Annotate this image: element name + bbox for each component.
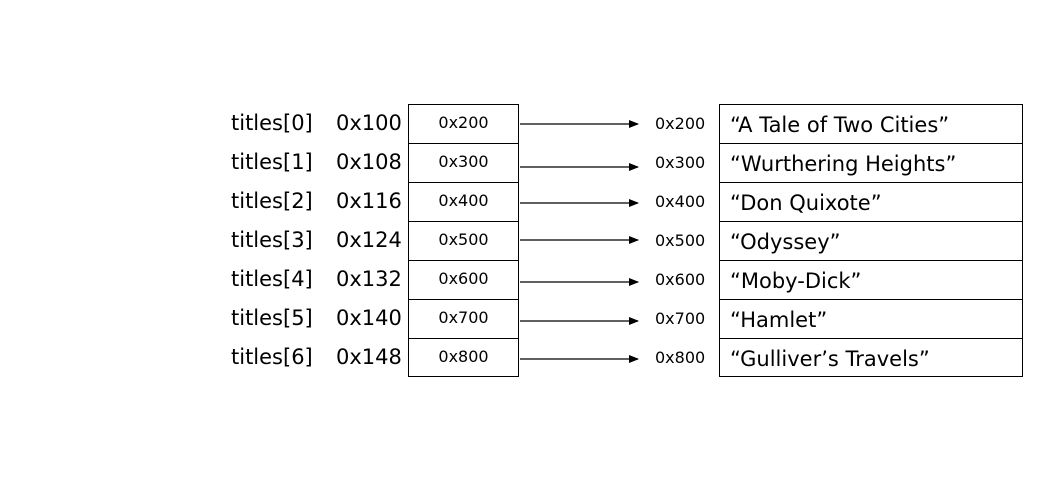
variable-name: titles[6] <box>231 345 313 369</box>
pointer-value-cell: 0x400 <box>408 182 519 221</box>
string-cell: “Odyssey” <box>719 221 1023 260</box>
array-row-4: titles[4] 0x132 0x600 0x600 “Moby-Dick” <box>0 260 1048 299</box>
variable-address: 0x132 <box>336 267 402 291</box>
pointer-value-cell: 0x600 <box>408 260 519 299</box>
string-cell: “Hamlet” <box>719 299 1023 338</box>
variable-name: titles[1] <box>231 150 313 174</box>
pointer-value-cell: 0x300 <box>408 143 519 182</box>
variable-address: 0x116 <box>336 189 402 213</box>
variable-address: 0x124 <box>336 228 402 252</box>
target-address: 0x600 <box>655 270 706 289</box>
target-address: 0x700 <box>655 309 706 328</box>
array-row-5: titles[5] 0x140 0x700 0x700 “Hamlet” <box>0 299 1048 338</box>
string-cell: “Wurthering Heights” <box>719 143 1023 182</box>
variable-name: titles[4] <box>231 267 313 291</box>
array-row-3: titles[3] 0x124 0x500 0x500 “Odyssey” <box>0 221 1048 260</box>
string-cell: “Moby-Dick” <box>719 260 1023 299</box>
variable-name: titles[2] <box>231 189 313 213</box>
pointer-value-cell: 0x200 <box>408 104 519 143</box>
target-address: 0x400 <box>655 192 706 211</box>
array-row-6: titles[6] 0x148 0x800 0x800 “Gulliver’s … <box>0 338 1048 377</box>
pointer-value-cell: 0x500 <box>408 221 519 260</box>
string-cell: “A Tale of Two Cities” <box>719 104 1023 143</box>
pointer-value-cell: 0x700 <box>408 299 519 338</box>
string-cell: “Gulliver’s Travels” <box>719 338 1023 377</box>
target-address: 0x200 <box>655 114 706 133</box>
target-address: 0x800 <box>655 348 706 367</box>
variable-address: 0x100 <box>336 111 402 135</box>
variable-address: 0x148 <box>336 345 402 369</box>
array-row-0: titles[0] 0x100 0x200 0x200 “A Tale of T… <box>0 104 1048 143</box>
string-cell: “Don Quixote” <box>719 182 1023 221</box>
variable-name: titles[5] <box>231 306 313 330</box>
variable-address: 0x140 <box>336 306 402 330</box>
pointer-value-cell: 0x800 <box>408 338 519 377</box>
array-row-1: titles[1] 0x108 0x300 0x300 “Wurthering … <box>0 143 1048 182</box>
target-address: 0x300 <box>655 153 706 172</box>
variable-name: titles[3] <box>231 228 313 252</box>
array-row-2: titles[2] 0x116 0x400 0x400 “Don Quixote… <box>0 182 1048 221</box>
variable-name: titles[0] <box>231 111 313 135</box>
target-address: 0x500 <box>655 231 706 250</box>
variable-address: 0x108 <box>336 150 402 174</box>
